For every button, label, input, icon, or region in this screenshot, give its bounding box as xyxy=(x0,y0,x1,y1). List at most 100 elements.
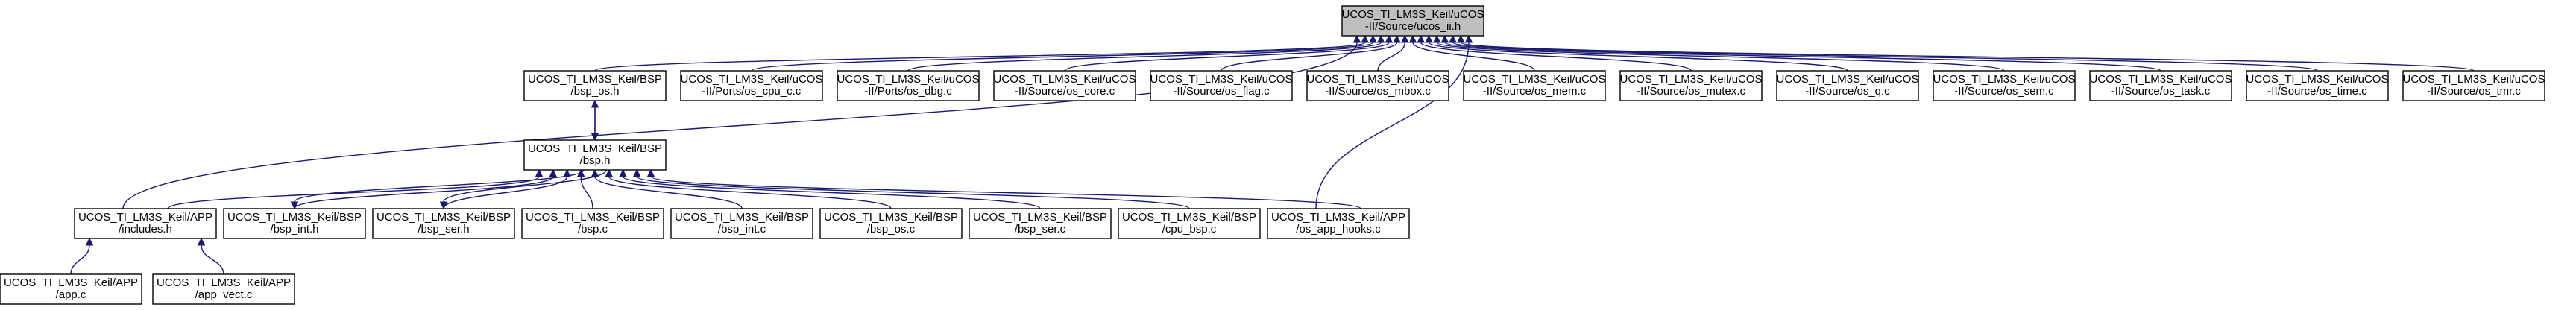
edge-bsp-h-to-bsp-int-h xyxy=(290,169,585,210)
node-os-tmr-c[interactable]: UCOS_TI_LM3S_Keil/uCOS-II/Source/os_tmr.… xyxy=(2402,70,2545,101)
node-label-line: UCOS_TI_LM3S_Keil/BSP xyxy=(824,211,958,224)
node-box xyxy=(1118,208,1261,239)
node-os-cpu-c-c[interactable]: UCOS_TI_LM3S_Keil/uCOS-II/Ports/os_cpu_c… xyxy=(680,70,823,101)
node-label-line: -II/Ports/os_cpu_c.c xyxy=(702,85,802,98)
node-os-dbg-c[interactable]: UCOS_TI_LM3S_Keil/uCOS-II/Ports/os_dbg.c xyxy=(837,70,980,101)
node-app-vect-c[interactable]: UCOS_TI_LM3S_Keil/APP/app_vect.c xyxy=(152,273,295,305)
node-box xyxy=(2246,70,2389,101)
node-os-flag-c[interactable]: UCOS_TI_LM3S_Keil/uCOS-II/Source/os_flag… xyxy=(1150,70,1293,101)
node-label-line: -II/Source/os_mutex.c xyxy=(1637,85,1745,98)
node-os-mbox-c[interactable]: UCOS_TI_LM3S_Keil/uCOS-II/Source/os_mbox… xyxy=(1306,70,1449,101)
node-bsp-os-h[interactable]: UCOS_TI_LM3S_Keil/BSP/bsp_os.h xyxy=(523,70,667,101)
node-os-app-hooks-c[interactable]: UCOS_TI_LM3S_Keil/APP/os_app_hooks.c xyxy=(1267,208,1410,239)
node-os-sem-c[interactable]: UCOS_TI_LM3S_Keil/uCOS-II/Source/os_sem.… xyxy=(1933,70,2076,101)
node-label-line: -II/Source/os_flag.c xyxy=(1173,85,1270,98)
node-label-line: UCOS_TI_LM3S_Keil/uCOS xyxy=(994,73,1136,86)
node-label-line: UCOS_TI_LM3S_Keil/BSP xyxy=(526,211,660,224)
node-includes-h[interactable]: UCOS_TI_LM3S_Keil/APP/includes.h xyxy=(74,208,217,239)
node-label-line: UCOS_TI_LM3S_Keil/APP xyxy=(1271,211,1405,224)
node-label-line: /app_vect.c xyxy=(195,288,253,301)
node-label-line: UCOS_TI_LM3S_Keil/uCOS xyxy=(837,73,980,86)
node-label-line: /bsp_os.c xyxy=(867,223,916,235)
node-box xyxy=(1267,208,1410,239)
node-label-line: UCOS_TI_LM3S_Keil/uCOS xyxy=(1620,73,1763,86)
node-label-line: UCOS_TI_LM3S_Keil/uCOS xyxy=(2246,73,2389,86)
node-app-c[interactable]: UCOS_TI_LM3S_Keil/APP/app.c xyxy=(0,273,142,305)
edge-os-task-c-to-ucos-ii-h xyxy=(1440,34,2161,72)
node-label-line: UCOS_TI_LM3S_Keil/APP xyxy=(4,276,138,289)
node-bsp-os-c[interactable]: UCOS_TI_LM3S_Keil/BSP/bsp_os.c xyxy=(819,208,963,239)
edge-bsp-ser-c-to-bsp-h xyxy=(619,168,1041,209)
node-cpu-bsp-c[interactable]: UCOS_TI_LM3S_Keil/BSP/cpu_bsp.c xyxy=(1118,208,1261,239)
node-box xyxy=(1933,70,2076,101)
edge-includes-h-to-bsp-h xyxy=(167,168,544,209)
node-os-core-c[interactable]: UCOS_TI_LM3S_Keil/uCOS-II/Source/os_core… xyxy=(993,70,1136,101)
node-label-line: UCOS_TI_LM3S_Keil/uCOS xyxy=(1777,73,1919,86)
edge-os-core-c-to-ucos-ii-h xyxy=(1064,34,1394,72)
node-label-line: -II/Source/os_core.c xyxy=(1015,85,1115,98)
node-label-line: /bsp_ser.c xyxy=(1015,223,1066,235)
node-box xyxy=(74,208,217,239)
edge-bsp-os-h-to-bsp-h xyxy=(591,100,599,142)
node-label-line: UCOS_TI_LM3S_Keil/uCOS xyxy=(681,73,823,86)
node-label-line: -II/Source/os_mem.c xyxy=(1483,85,1587,98)
node-label-line: UCOS_TI_LM3S_Keil/uCOS xyxy=(1933,73,2076,86)
node-box xyxy=(1776,70,1919,101)
node-os-time-c[interactable]: UCOS_TI_LM3S_Keil/uCOS-II/Source/os_time… xyxy=(2246,70,2389,101)
edge-bsp-os-h-to-ucos-ii-h xyxy=(594,34,1370,72)
edge-bsp-c-to-bsp-h xyxy=(576,168,593,209)
node-box xyxy=(1341,5,1484,37)
node-label-line: /bsp_int.c xyxy=(718,223,766,235)
node-box xyxy=(2089,70,2232,101)
node-box xyxy=(837,70,980,101)
node-bsp-int-c[interactable]: UCOS_TI_LM3S_Keil/BSP/bsp_int.c xyxy=(670,208,813,239)
node-os-task-c[interactable]: UCOS_TI_LM3S_Keil/uCOS-II/Source/os_task… xyxy=(2089,70,2232,101)
edge-bsp-h-to-bsp-ser-h xyxy=(439,169,607,210)
node-box xyxy=(1306,70,1449,101)
edge-os-time-c-to-ucos-ii-h xyxy=(1449,34,2318,72)
edge-os-app-hooks-c-to-ucos-ii-h xyxy=(1315,34,1473,209)
node-label-line: UCOS_TI_LM3S_Keil/uCOS xyxy=(2403,73,2545,86)
node-label-line: UCOS_TI_LM3S_Keil/BSP xyxy=(973,211,1107,224)
node-box xyxy=(0,273,142,305)
node-bsp-ser-c[interactable]: UCOS_TI_LM3S_Keil/BSP/bsp_ser.c xyxy=(969,208,1112,239)
node-box xyxy=(2402,70,2545,101)
node-bsp-c[interactable]: UCOS_TI_LM3S_Keil/BSP/bsp.c xyxy=(521,208,664,239)
node-label-line: /bsp.c xyxy=(578,223,608,235)
node-label-line: /bsp.h xyxy=(580,154,611,167)
node-box xyxy=(223,208,366,239)
node-bsp-ser-h[interactable]: UCOS_TI_LM3S_Keil/BSP/bsp_ser.h xyxy=(372,208,515,239)
node-ucos-ii-h[interactable]: UCOS_TI_LM3S_Keil/uCOS-II/Source/ucos_ii… xyxy=(1341,5,1484,37)
node-label-line: UCOS_TI_LM3S_Keil/uCOS xyxy=(1342,8,1484,21)
node-label-line: UCOS_TI_LM3S_Keil/uCOS xyxy=(1150,73,1293,86)
node-box xyxy=(1463,70,1606,101)
edge-app-vect-c-to-includes-h xyxy=(197,237,224,275)
node-label-line: -II/Source/os_sem.c xyxy=(1954,85,2054,98)
node-label-line: UCOS_TI_LM3S_Keil/BSP xyxy=(528,142,662,155)
edge-os-dbg-c-to-ucos-ii-h xyxy=(907,34,1385,72)
node-label-line: /bsp_int.h xyxy=(270,223,318,235)
edge-bsp-os-c-to-bsp-h xyxy=(605,168,892,209)
node-label-line: -II/Ports/os_dbg.c xyxy=(864,85,952,98)
node-label-line: UCOS_TI_LM3S_Keil/BSP xyxy=(227,211,362,224)
node-label-line: UCOS_TI_LM3S_Keil/BSP xyxy=(377,211,511,224)
node-label-line: UCOS_TI_LM3S_Keil/uCOS xyxy=(2090,73,2232,86)
edge-cpu-bsp-c-to-bsp-h xyxy=(632,168,1190,209)
node-os-mutex-c[interactable]: UCOS_TI_LM3S_Keil/uCOS-II/Source/os_mute… xyxy=(1619,70,1763,101)
node-os-mem-c[interactable]: UCOS_TI_LM3S_Keil/uCOS-II/Source/os_mem.… xyxy=(1463,70,1606,101)
node-os-q-c[interactable]: UCOS_TI_LM3S_Keil/uCOS-II/Source/os_q.c xyxy=(1776,70,1919,101)
node-box xyxy=(152,273,295,305)
edge-os-mutex-c-to-ucos-ii-h xyxy=(1417,34,1692,72)
node-label-line: /bsp_ser.h xyxy=(418,223,469,235)
edge-os-mem-c-to-ucos-ii-h xyxy=(1408,34,1535,72)
edge-os-tmr-c-to-ucos-ii-h xyxy=(1456,34,2475,72)
node-box xyxy=(969,208,1112,239)
node-bsp-h[interactable]: UCOS_TI_LM3S_Keil/BSP/bsp.h xyxy=(523,139,667,171)
edge-app-c-to-includes-h xyxy=(70,237,94,275)
node-label-line: UCOS_TI_LM3S_Keil/BSP xyxy=(1122,211,1256,224)
node-label-line: UCOS_TI_LM3S_Keil/BSP xyxy=(528,73,662,86)
node-box xyxy=(819,208,963,239)
node-bsp-int-h[interactable]: UCOS_TI_LM3S_Keil/BSP/bsp_int.h xyxy=(223,208,366,239)
file-nodes: UCOS_TI_LM3S_Keil/uCOS-II/Source/ucos_ii… xyxy=(0,5,2545,305)
